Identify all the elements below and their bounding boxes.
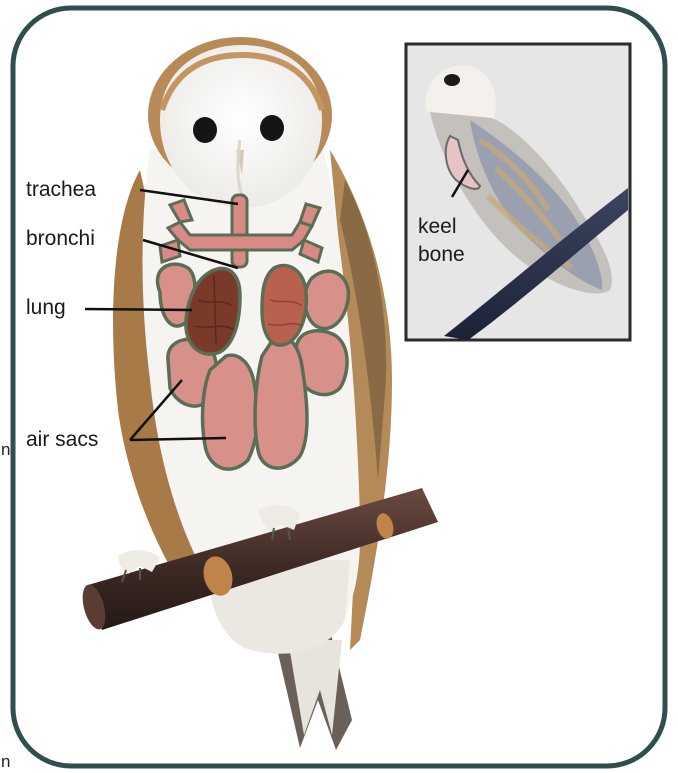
label-keel: keel <box>418 216 457 237</box>
air-sac-upper-right <box>305 271 349 328</box>
label-bronchi: bronchi <box>26 228 95 249</box>
right-lung <box>262 265 306 345</box>
air-sac-lower-left <box>203 355 258 469</box>
keel-bone-inset <box>406 44 630 340</box>
air-sac-lower-right <box>255 336 307 468</box>
label-lung: lung <box>26 297 66 318</box>
label-trachea: trachea <box>26 179 96 200</box>
label-air-sacs: air sacs <box>26 429 98 450</box>
trachea-organ <box>232 195 247 267</box>
margin-fragment-upper: n <box>1 440 10 460</box>
label-bone: bone <box>418 244 465 265</box>
margin-fragment-lower: n <box>1 752 10 772</box>
lung-leader <box>85 309 192 310</box>
